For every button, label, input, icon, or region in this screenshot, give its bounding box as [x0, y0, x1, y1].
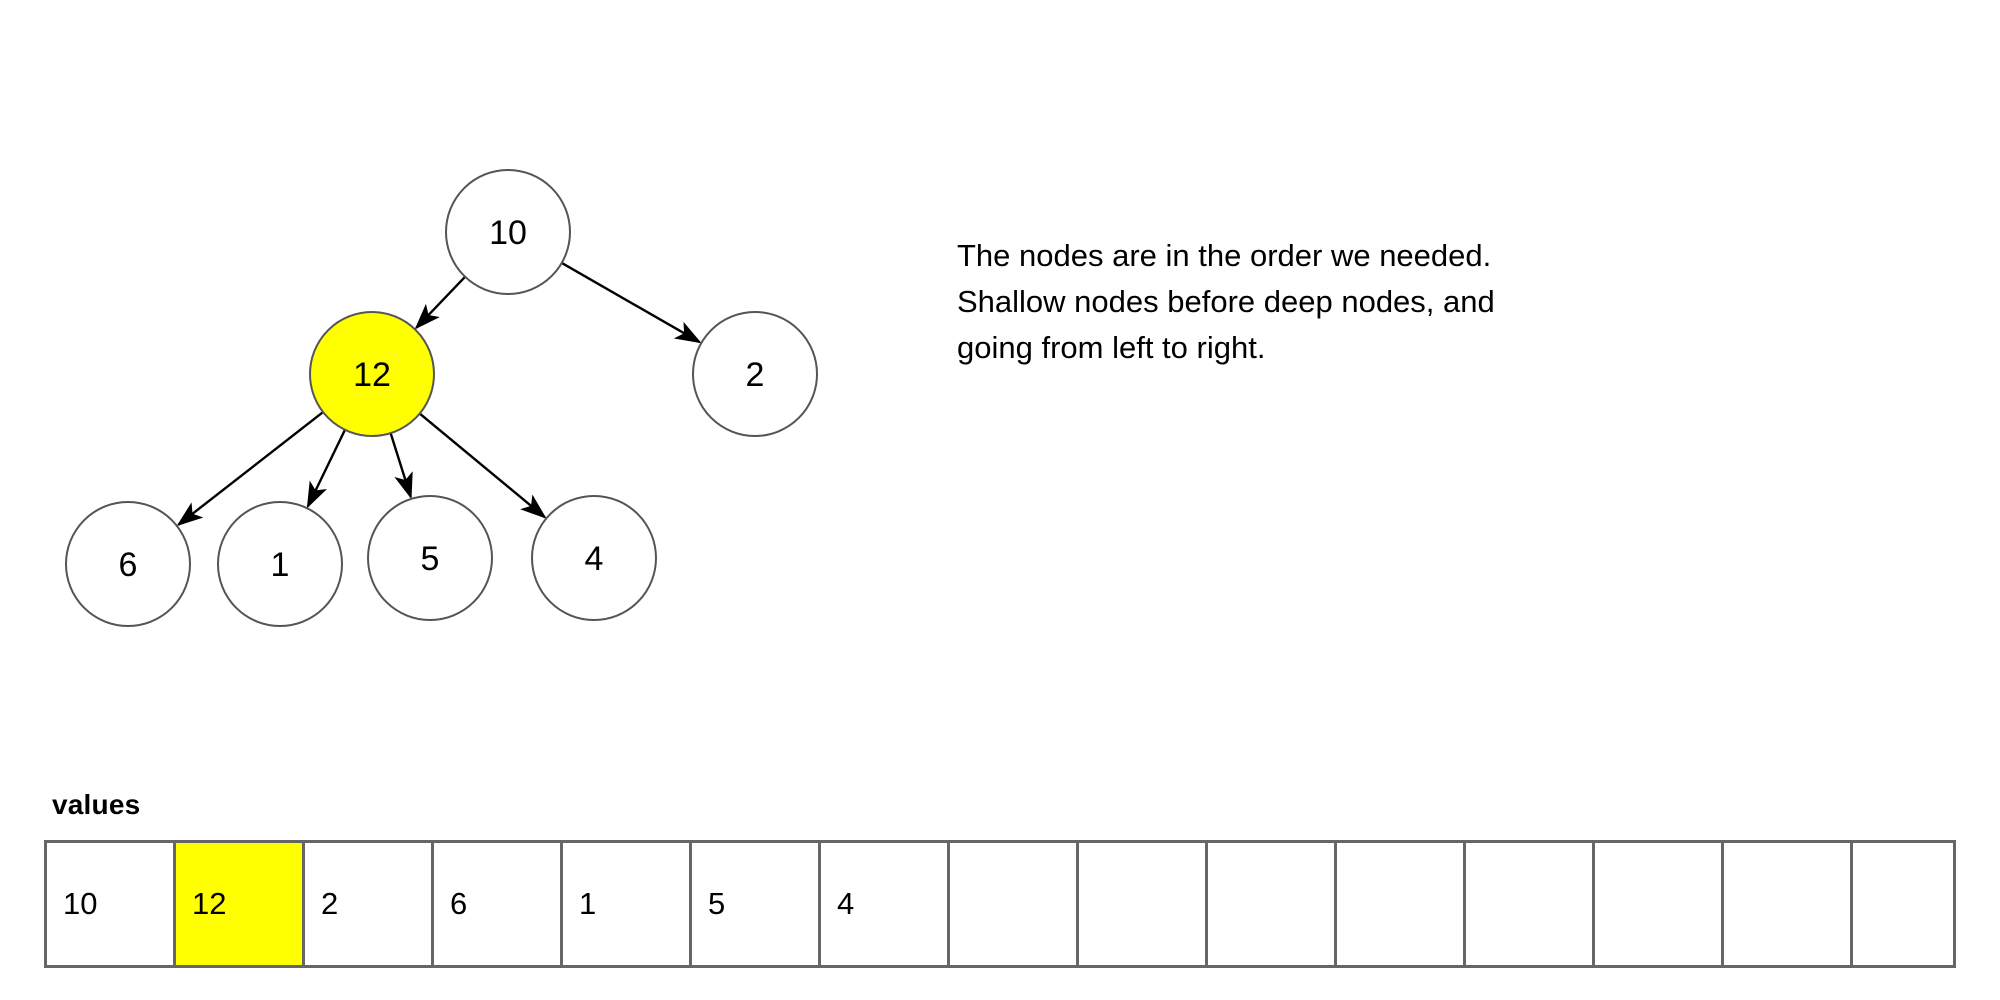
array-cell-8[interactable] — [1079, 843, 1208, 965]
tree-node-2[interactable]: 2 — [692, 311, 818, 437]
tree-diagram: 10 12 2 6 1 5 4 — [65, 169, 818, 627]
tree-node-12[interactable]: 12 — [309, 311, 435, 437]
array-cell-value-2: 2 — [321, 886, 339, 921]
values-array: 10 12 2 6 1 5 4 — [44, 840, 1956, 968]
node-label-6: 6 — [119, 546, 138, 584]
node-label-10: 10 — [489, 214, 527, 252]
array-cell-2[interactable]: 2 — [305, 843, 434, 965]
array-cell-14[interactable] — [1853, 843, 1956, 965]
node-label-5: 5 — [421, 540, 440, 578]
array-cell-1[interactable]: 12 — [176, 843, 305, 965]
tree-node-1[interactable]: 1 — [217, 501, 343, 627]
array-cell-0[interactable]: 10 — [47, 843, 176, 965]
tree-node-4[interactable]: 4 — [531, 495, 657, 621]
node-circle-12 — [309, 311, 435, 437]
array-cell-12[interactable] — [1595, 843, 1724, 965]
node-circle-4 — [531, 495, 657, 621]
node-circle-2 — [692, 311, 818, 437]
array-cell-5[interactable]: 5 — [692, 843, 821, 965]
tree-edge-n12-n4 — [417, 411, 547, 519]
node-circle-10 — [445, 169, 571, 295]
node-circle-6 — [65, 501, 191, 627]
values-array-label: values — [52, 789, 141, 820]
array-cell-value-1: 12 — [192, 886, 227, 921]
array-cell-value-4: 1 — [579, 886, 597, 921]
tree-node-6[interactable]: 6 — [65, 501, 191, 627]
array-cell-10[interactable] — [1337, 843, 1466, 965]
node-circle-5 — [367, 495, 493, 621]
array-cell-value-3: 6 — [450, 886, 468, 921]
array-cell-value-5: 5 — [708, 886, 726, 921]
array-cell-9[interactable] — [1208, 843, 1337, 965]
tree-node-10[interactable]: 10 — [445, 169, 571, 295]
array-cell-value-0: 10 — [63, 886, 98, 921]
array-cell-6[interactable]: 4 — [821, 843, 950, 965]
array-cell-7[interactable] — [950, 843, 1079, 965]
array-cell-4[interactable]: 1 — [563, 843, 692, 965]
tree-nodes: 10 12 2 6 1 5 4 — [65, 169, 818, 627]
array-cell-13[interactable] — [1724, 843, 1853, 965]
node-label-1: 1 — [271, 546, 290, 584]
tree-edge-n12-n6 — [176, 409, 326, 527]
tree-edge-n12-n5 — [388, 430, 413, 500]
node-label-2: 2 — [746, 356, 765, 394]
tree-edge-n10-n2 — [559, 260, 702, 344]
array-cell-value-6: 4 — [837, 886, 855, 921]
tree-node-5[interactable]: 5 — [367, 495, 493, 621]
tree-edges — [176, 260, 702, 527]
tree-edge-n10-n12 — [414, 274, 468, 330]
node-label-4: 4 — [585, 540, 604, 578]
tree-edge-n12-n1 — [306, 427, 347, 509]
array-cell-11[interactable] — [1466, 843, 1595, 965]
array-cell-3[interactable]: 6 — [434, 843, 563, 965]
explanation-text: The nodes are in the order we needed. Sh… — [957, 238, 1495, 365]
node-label-12: 12 — [353, 356, 391, 394]
node-circle-1 — [217, 501, 343, 627]
